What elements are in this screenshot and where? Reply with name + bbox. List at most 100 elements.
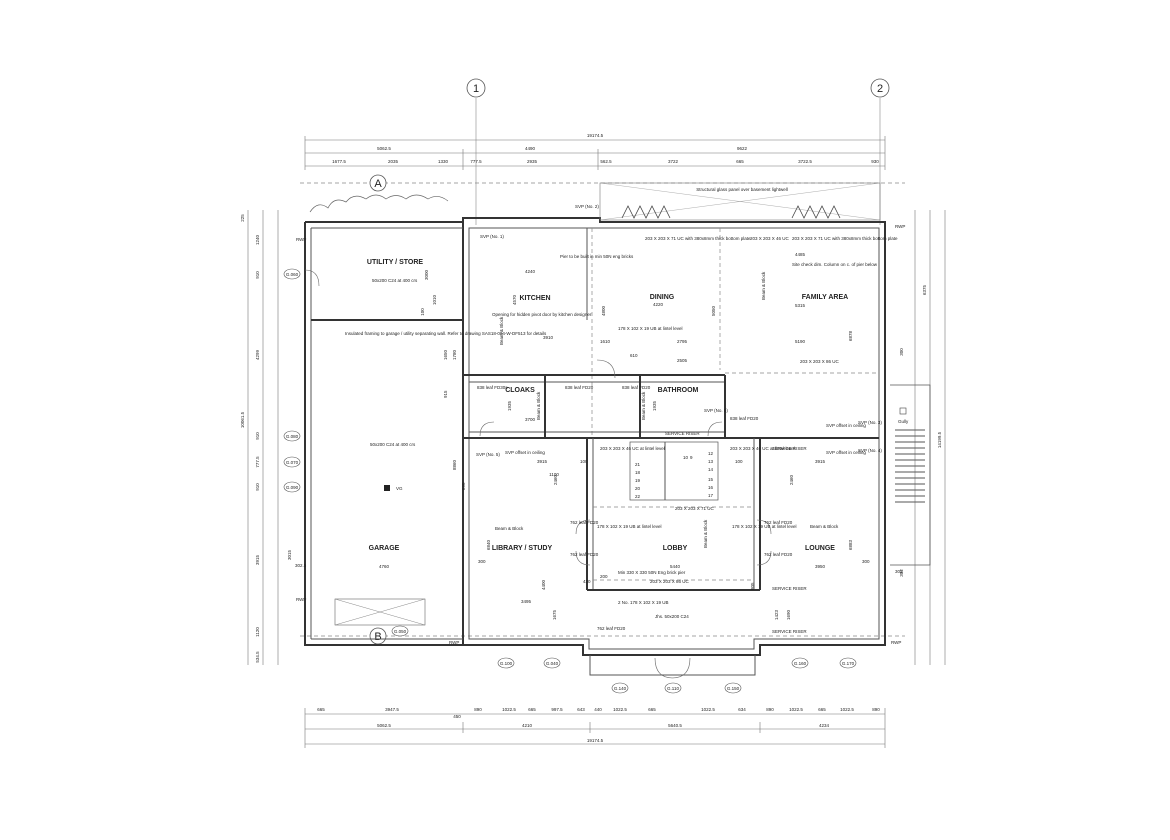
dim-n4800: 4800	[601, 305, 606, 316]
dim-top-row-3: 777.5	[470, 159, 482, 164]
note-rwp-1: RWP	[296, 237, 306, 242]
svg-text:G.060: G.060	[286, 272, 299, 277]
dim-right-1: 300	[899, 348, 904, 356]
dim-lobby-w: 5440	[670, 564, 681, 569]
note-service-riser: SERVICE RISER	[665, 431, 700, 436]
stair-num-0: 10	[683, 455, 689, 460]
note-beam-block-6: Beam & Block	[810, 524, 839, 529]
dim-u1010: 1010	[432, 294, 437, 305]
note-gully: Gully	[898, 419, 909, 424]
dim-left-7: 910	[255, 483, 260, 491]
grid-marker-1-label: 1	[473, 83, 479, 95]
stair-num-3: 14	[708, 467, 714, 472]
dim-dining-w: 4220	[653, 302, 664, 307]
svg-text:G.100: G.100	[500, 661, 513, 666]
stamp-g150: G.150	[724, 682, 742, 694]
stamp-g050: G.050	[391, 625, 409, 637]
dim-bottom-r1-7: 643	[577, 707, 585, 712]
dim-n915: 915	[443, 390, 448, 398]
dim-d2795: 2795	[677, 339, 688, 344]
note-svp-offset-a: SVP offset in ceiling	[505, 450, 545, 455]
dim-u100: 100	[420, 308, 425, 316]
bottom-dimensions: 665 3947.5 450 890 1022.5 665 997.5 643 …	[304, 707, 886, 748]
note-pier: Pier to be built in min 50N eng bricks	[560, 254, 634, 259]
dim-lounge2460: 2460	[789, 474, 794, 485]
dim-right-4: 302	[899, 569, 904, 577]
dim-bottom-r1-12: 634	[738, 707, 746, 712]
note-joists-garage: 50x200 C24 at 400 crs	[370, 442, 416, 447]
stamp-g090: G.090	[283, 481, 301, 493]
note-fd-cloaks: 838 leaf FD30s	[477, 385, 508, 390]
svg-text:G.140: G.140	[614, 686, 627, 691]
note-beam-block-4: Beam & Block	[499, 316, 504, 345]
note-site-check: Site check dim. Column on c. of pier bel…	[792, 262, 878, 267]
dim-bottom-r1-2: 450	[453, 714, 461, 719]
note-beam-block-3: Beam & Block	[761, 271, 766, 300]
dim-top-row-0: 1677.5	[332, 159, 346, 164]
stair-num-5: 16	[708, 485, 714, 490]
dim-c1935: 1935	[507, 400, 512, 411]
top-dimensions: 19174.5 5062.5 4490 9622 1677.5 2035 133…	[304, 133, 886, 170]
dim-n5050: 5050	[711, 305, 716, 316]
note-service-riser-4: SERVICE RISER	[772, 629, 807, 634]
dim-family-w: 5315	[795, 303, 806, 308]
room-bathroom: BATHROOM	[658, 387, 699, 394]
grid-marker-2: 2	[870, 78, 890, 98]
stamp-g060: G.060	[283, 268, 301, 280]
dim-n420: 420	[583, 579, 591, 584]
note-svp4: SVP (No. 4)	[858, 448, 882, 453]
svg-text:G.150: G.150	[727, 686, 740, 691]
dim-top-mid: 4490	[525, 146, 536, 151]
dim-n1423: 1423	[774, 609, 779, 620]
stamp-g080: G.080	[283, 430, 301, 442]
svg-text:G.070: G.070	[286, 460, 299, 465]
stair-num-2: 13	[708, 459, 714, 464]
dim-top-overall: 19174.5	[587, 133, 604, 138]
dim-bottom-r1-1: 3947.5	[385, 707, 399, 712]
note-joists-utility: 50x200 C24 at 400 crs	[372, 278, 418, 283]
dim-bottom-r1-15: 665	[818, 707, 826, 712]
dim-family-w2: 5190	[795, 339, 806, 344]
note-svp-offset-c: SVP offset in ceiling	[826, 450, 866, 455]
svg-text:G.110: G.110	[667, 686, 679, 691]
dim-bottom-r2-1: 4210	[522, 723, 533, 728]
vg-marker-icon	[384, 485, 390, 491]
section-marker-a: A	[369, 174, 387, 192]
dim-n1650: 1650	[443, 349, 448, 360]
dim-bottom-overall: 19174.5	[587, 738, 604, 743]
note-vg: VG	[396, 486, 403, 491]
dim-left-2: 910	[255, 271, 260, 279]
dim-bottom-r1-8: 440	[594, 707, 602, 712]
dim-top-row-8: 3722.5	[798, 159, 812, 164]
note-fd-838: 838 leaf FD20	[565, 385, 594, 390]
stair-num-7: 18	[635, 470, 641, 475]
note-svp6: SVP (No. 6)	[704, 408, 728, 413]
stamp-g100: G.100	[497, 657, 515, 669]
grid-marker-2-label: 2	[877, 83, 883, 95]
note-fd-762d: 762 leaf FD20	[764, 552, 793, 557]
section-marker-b-label: B	[374, 631, 381, 643]
stair-num-8: 19	[635, 478, 641, 483]
note-beam-block-5: Beam & Block	[495, 526, 524, 531]
dim-top-left: 5062.5	[377, 146, 391, 151]
dim-left-1: 1240	[255, 234, 260, 245]
svg-text:G.050: G.050	[394, 629, 407, 634]
dim-bottom-r1-10: 665	[648, 707, 656, 712]
right-dimensions: 6375 300 14199.5 302	[899, 210, 946, 665]
dim-top-row-5: 562.5	[600, 159, 612, 164]
note-fd-762a: 762 leaf FD20	[570, 520, 599, 525]
stair-num-10: 21	[635, 462, 641, 467]
dim-left-4: 10061.5	[240, 411, 245, 428]
room-lounge: LOUNGE	[805, 545, 835, 552]
stamp-g070: G.070	[283, 456, 301, 468]
note-uc-86-upper: 203 X 203 X 86 UC	[800, 359, 840, 364]
dim-bottom-r1-4: 1022.5	[502, 707, 516, 712]
note-rwp-5: RWP	[449, 640, 459, 645]
dim-garage-h: 8860	[452, 459, 457, 470]
dim-lib2460: 2460	[553, 474, 558, 485]
note-ub-2no: 2 No. 178 X 102 X 19 UB	[618, 600, 669, 605]
dim-bottom-r1-13: 890	[766, 707, 774, 712]
dim-family-h: 6878	[848, 330, 853, 341]
note-uc-46: 203 X 203 X 46 UC	[750, 236, 790, 241]
dim-fam4485: 4485	[795, 252, 806, 257]
